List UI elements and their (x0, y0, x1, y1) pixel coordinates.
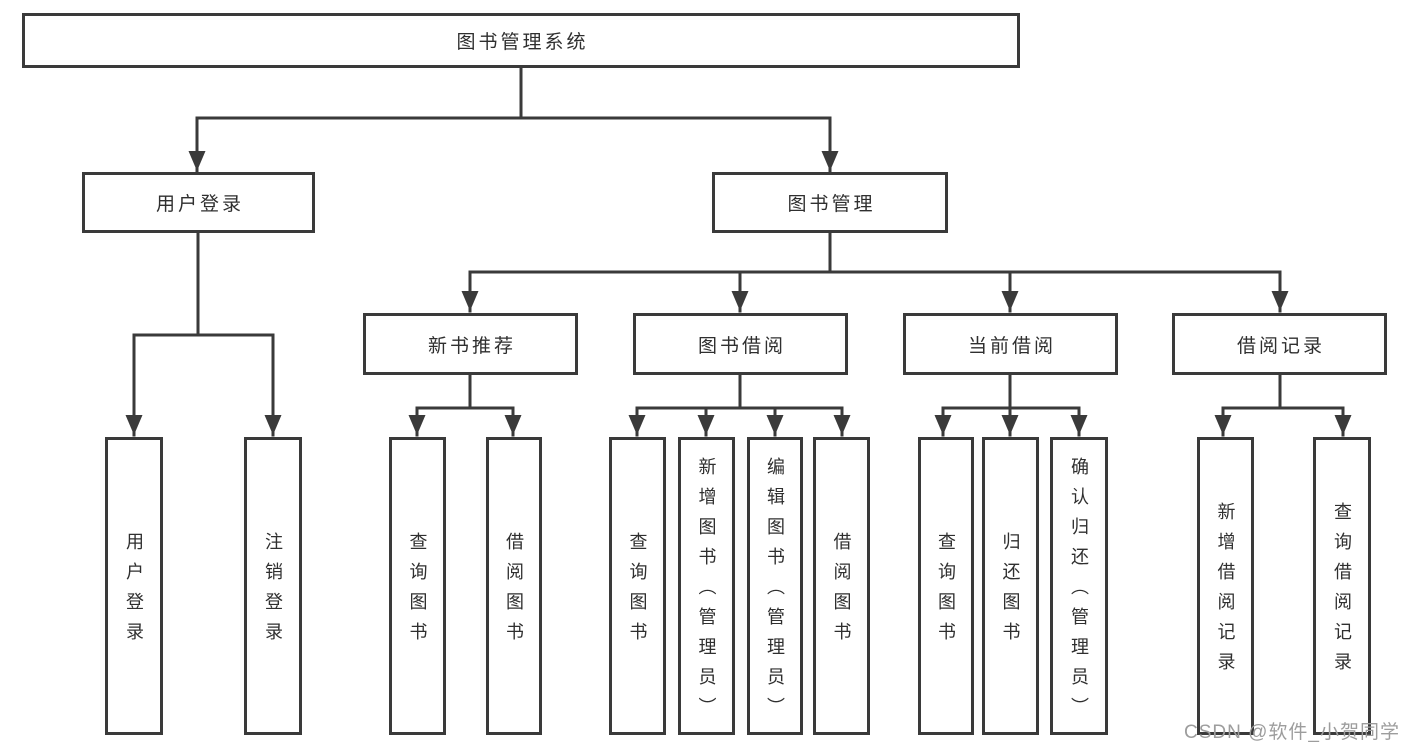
node-label: 借阅图书 (504, 532, 524, 652)
node-label: 新增图书（管理员） (696, 457, 717, 727)
leaf-edit-book-admin: 编辑图书（管理员） (747, 437, 803, 735)
leaf-query-books-recommend: 查询图书 (389, 437, 446, 735)
watermark: CSDN @软件_小贺同学 (1184, 722, 1400, 743)
leaf-query-books-current: 查询图书 (918, 437, 974, 735)
node-book-management-system: 图书管理系统 (22, 13, 1020, 68)
node-label: 图书借阅 (697, 335, 786, 357)
leaf-add-book-admin: 新增图书（管理员） (678, 437, 735, 735)
node-label: 用户登录 (124, 532, 144, 652)
node-label: 编辑图书（管理员） (765, 457, 785, 727)
node-label: 归还图书 (1000, 532, 1021, 652)
node-label: 当前借阅 (967, 335, 1056, 357)
leaf-borrow-books: 借阅图书 (813, 437, 870, 735)
node-label: 查询图书 (936, 532, 956, 652)
node-label: 确认归还（管理员） (1069, 457, 1089, 727)
node-label: 查询图书 (407, 532, 428, 652)
node-label: 新书推荐 (427, 335, 516, 357)
node-current-borrowing: 当前借阅 (903, 313, 1118, 375)
node-new-book-recommend: 新书推荐 (363, 313, 578, 375)
leaf-user-login: 用户登录 (105, 437, 163, 735)
node-label: 借阅图书 (831, 532, 852, 652)
node-label: 查询图书 (627, 532, 648, 652)
node-label: 借阅记录 (1236, 335, 1325, 357)
node-book-management: 图书管理 (712, 172, 948, 233)
leaf-query-books-borrowing: 查询图书 (609, 437, 666, 735)
leaf-confirm-return-admin: 确认归还（管理员） (1050, 437, 1108, 735)
leaf-logout: 注销登录 (244, 437, 302, 735)
node-book-borrowing: 图书借阅 (633, 313, 848, 375)
node-borrowing-records: 借阅记录 (1172, 313, 1387, 375)
node-label: 查询借阅记录 (1332, 502, 1352, 682)
node-user-login: 用户登录 (82, 172, 315, 233)
node-label: 用户登录 (155, 194, 244, 215)
node-label: 图书管理 (787, 194, 876, 215)
node-label: 注销登录 (263, 532, 283, 652)
node-label: 图书管理系统 (456, 32, 589, 53)
leaf-return-books: 归还图书 (982, 437, 1039, 735)
node-label: 新增借阅记录 (1215, 502, 1236, 682)
leaf-add-borrow-record: 新增借阅记录 (1197, 437, 1254, 735)
leaf-query-borrow-record: 查询借阅记录 (1313, 437, 1371, 735)
leaf-borrow-books-recommend: 借阅图书 (486, 437, 542, 735)
